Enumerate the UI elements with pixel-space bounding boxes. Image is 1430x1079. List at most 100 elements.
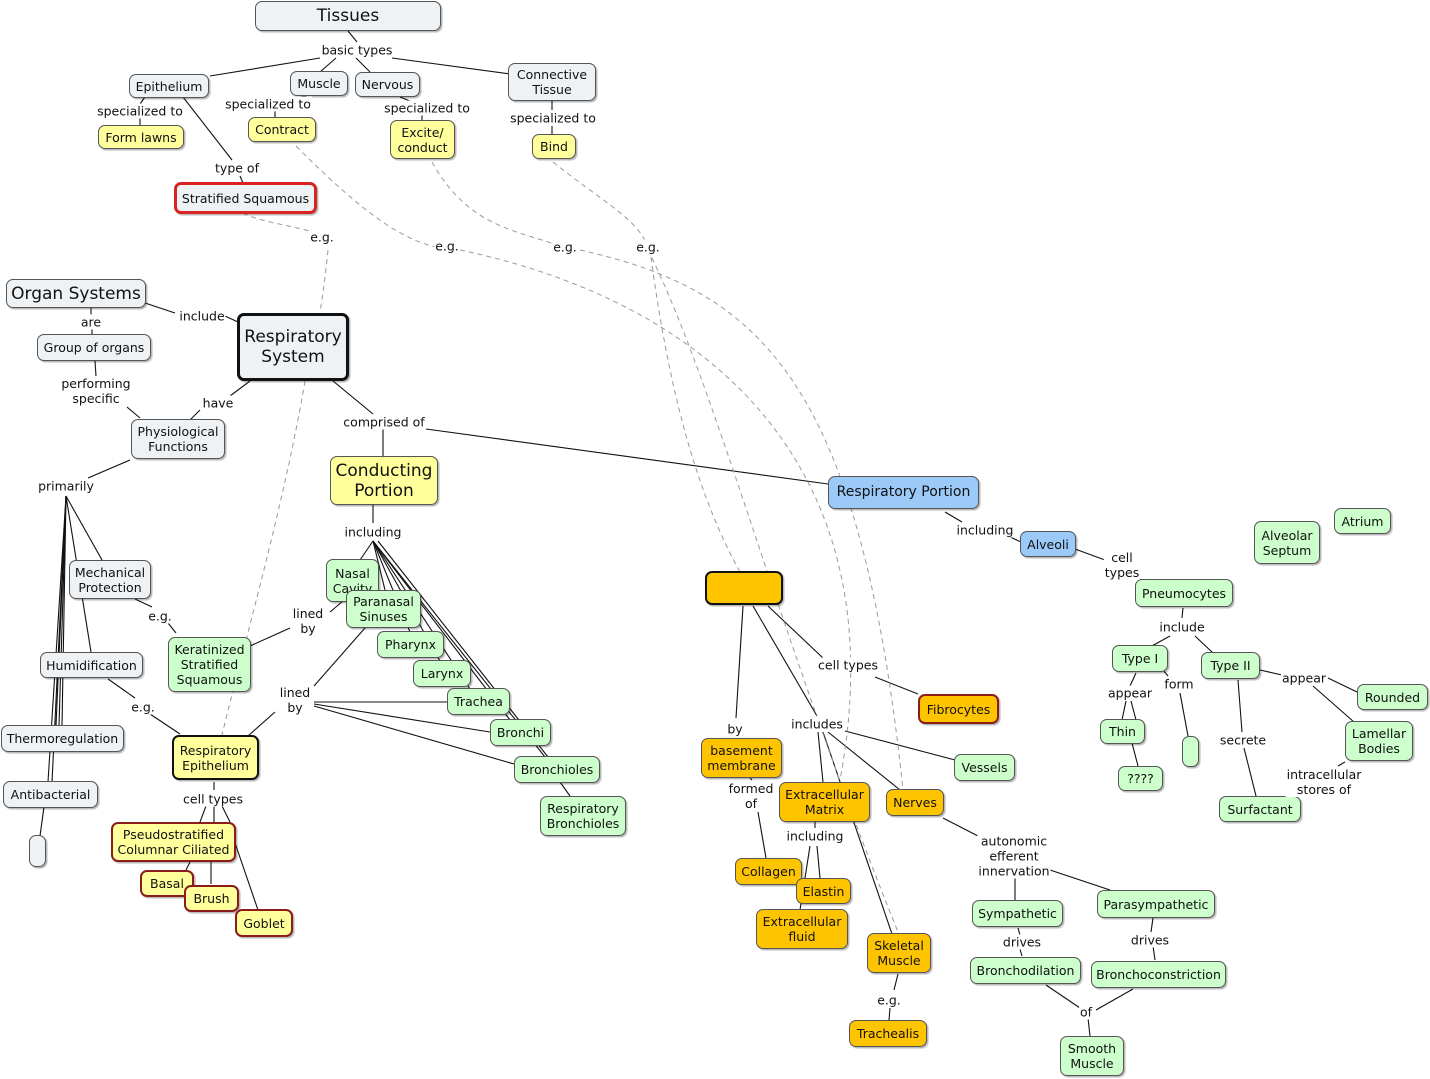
link-label-basic-types: basic types bbox=[320, 42, 394, 58]
type-i-node[interactable]: Type I bbox=[1112, 645, 1168, 672]
question-marks-node[interactable]: ???? bbox=[1118, 766, 1163, 791]
link-label-specialized-to: specialized to bbox=[224, 96, 312, 112]
link-label-autonomic-efferent-innervation: autonomic efferent innervation bbox=[977, 833, 1051, 879]
link-label-type-of: type of bbox=[214, 160, 260, 176]
link-label-form: form bbox=[1163, 676, 1195, 692]
link-label-secrete: secrete bbox=[1218, 732, 1268, 748]
vessels-node[interactable]: Vessels bbox=[954, 754, 1015, 781]
link-label-cell-types: cell types bbox=[182, 791, 244, 807]
group-of-organs-node[interactable]: Group of organs bbox=[37, 334, 151, 361]
nerves-node[interactable]: Nerves bbox=[886, 789, 944, 816]
brush-node[interactable]: Brush bbox=[184, 885, 239, 912]
connective-tissue-node[interactable]: Connective Tissue bbox=[508, 63, 596, 101]
alveoli-node[interactable]: Alveoli bbox=[1020, 531, 1076, 557]
respiratory-bronchioles-node[interactable]: Respiratory Bronchioles bbox=[540, 796, 626, 836]
link-label-of: of bbox=[1078, 1004, 1094, 1020]
respiratory-system-node[interactable]: Respiratory System bbox=[237, 313, 349, 381]
empty-small-node[interactable] bbox=[1182, 736, 1199, 767]
link-label-eg: e.g. bbox=[147, 608, 173, 624]
link-label-lined-by: lined by bbox=[278, 685, 312, 715]
atrium-node[interactable]: Atrium bbox=[1334, 508, 1391, 534]
muscle-node[interactable]: Muscle bbox=[290, 71, 348, 96]
skeletal-muscle-node[interactable]: Skeletal Muscle bbox=[867, 933, 931, 973]
link-label-includes: includes bbox=[790, 716, 844, 732]
thermoregulation-node[interactable]: Thermoregulation bbox=[1, 725, 124, 752]
link-label-include: include bbox=[1158, 619, 1206, 635]
trachea-node[interactable]: Trachea bbox=[447, 688, 510, 715]
pseudostratified-node[interactable]: Pseudostratified Columnar Ciliated bbox=[111, 822, 236, 862]
mechanical-protection-node[interactable]: Mechanical Protection bbox=[69, 560, 151, 599]
stratified-squamous-node[interactable]: Stratified Squamous bbox=[174, 182, 317, 214]
link-label-by: by bbox=[726, 721, 744, 737]
type-ii-node[interactable]: Type II bbox=[1201, 652, 1260, 679]
organ-systems-node[interactable]: Organ Systems bbox=[6, 279, 146, 308]
link-label-lined-by: lined by bbox=[291, 606, 325, 636]
link-label-eg: e.g. bbox=[130, 699, 156, 715]
link-label-drives: drives bbox=[1001, 934, 1043, 950]
link-label-have: have bbox=[201, 395, 235, 411]
trachealis-node[interactable]: Trachealis bbox=[849, 1020, 927, 1047]
bronchi-node[interactable]: Bronchi bbox=[490, 719, 551, 746]
keratinized-stratified-squamous-node[interactable]: Keratinized Stratified Squamous bbox=[168, 637, 251, 692]
nervous-node[interactable]: Nervous bbox=[355, 72, 420, 97]
extracellular-fluid-node[interactable]: Extracellular fluid bbox=[756, 909, 848, 949]
basal-node[interactable]: Basal bbox=[140, 870, 194, 897]
link-label-appear: appear bbox=[1106, 685, 1154, 701]
link-label-primarily: primarily bbox=[37, 478, 95, 494]
rounded-node[interactable]: Rounded bbox=[1357, 684, 1428, 710]
connective-tissue-hub-node[interactable] bbox=[705, 571, 783, 605]
respiratory-epithelium-node[interactable]: Respiratory Epithelium bbox=[172, 735, 259, 780]
tissues-node[interactable]: Tissues bbox=[255, 1, 441, 31]
empty-left-node[interactable] bbox=[29, 835, 46, 867]
pneumocytes-node[interactable]: Pneumocytes bbox=[1135, 579, 1233, 607]
form-lawns-node[interactable]: Form lawns bbox=[98, 125, 184, 149]
contract-node[interactable]: Contract bbox=[248, 117, 316, 142]
link-label-cell-types: cell types bbox=[1103, 550, 1141, 580]
link-label-comprised-of: comprised of bbox=[342, 414, 426, 430]
bind-node[interactable]: Bind bbox=[532, 134, 576, 159]
larynx-node[interactable]: Larynx bbox=[413, 660, 471, 687]
bronchoconstriction-node[interactable]: Bronchoconstriction bbox=[1091, 961, 1226, 988]
goblet-node[interactable]: Goblet bbox=[235, 909, 293, 937]
nasal-cavity-node[interactable]: Nasal Cavity bbox=[326, 559, 379, 602]
pharynx-node[interactable]: Pharynx bbox=[377, 631, 444, 658]
link-label-eg: e.g. bbox=[635, 239, 661, 255]
link-label-appear: appear bbox=[1280, 670, 1328, 686]
basement-membrane-node[interactable]: basement membrane bbox=[701, 738, 782, 778]
link-label-including: including bbox=[785, 828, 845, 844]
excite-conduct-node[interactable]: Excite/ conduct bbox=[390, 120, 455, 159]
antibacterial-node[interactable]: Antibacterial bbox=[3, 781, 98, 808]
link-label-eg: e.g. bbox=[434, 238, 460, 254]
surfactant-node[interactable]: Surfactant bbox=[1219, 796, 1301, 822]
fibrocytes-node[interactable]: Fibrocytes bbox=[918, 694, 999, 724]
thin-node[interactable]: Thin bbox=[1100, 719, 1145, 744]
bronchodilation-node[interactable]: Bronchodilation bbox=[970, 957, 1081, 984]
conducting-portion-node[interactable]: Conducting Portion bbox=[330, 456, 438, 505]
alveolar-septum-node[interactable]: Alveolar Septum bbox=[1254, 521, 1320, 564]
respiratory-portion-node[interactable]: Respiratory Portion bbox=[828, 476, 979, 509]
smooth-muscle-node[interactable]: Smooth Muscle bbox=[1060, 1036, 1124, 1076]
link-label-specialized-to: specialized to bbox=[383, 100, 471, 116]
link-label-include: include bbox=[178, 308, 226, 324]
link-label-specialized-to: specialized to bbox=[509, 110, 597, 126]
link-label-eg: e.g. bbox=[309, 229, 335, 245]
link-label-specialized-to: specialized to bbox=[96, 103, 184, 119]
link-label-drives: drives bbox=[1129, 932, 1171, 948]
elastin-node[interactable]: Elastin bbox=[796, 878, 851, 904]
link-label-eg: e.g. bbox=[552, 239, 578, 255]
extracellular-matrix-node[interactable]: Extracellular Matrix bbox=[779, 782, 870, 822]
link-label-cell-types: cell types bbox=[817, 657, 879, 673]
link-label-are: are bbox=[79, 314, 103, 330]
paranasal-sinuses-node[interactable]: Paranasal Sinuses bbox=[346, 590, 421, 628]
link-label-eg: e.g. bbox=[876, 992, 902, 1008]
sympathetic-node[interactable]: Sympathetic bbox=[972, 900, 1063, 927]
bronchioles-node[interactable]: Bronchioles bbox=[514, 756, 600, 783]
collagen-node[interactable]: Collagen bbox=[735, 858, 802, 885]
link-label-including: including bbox=[343, 524, 403, 540]
epithelium-node[interactable]: Epithelium bbox=[129, 74, 209, 98]
lamellar-bodies-node[interactable]: Lamellar Bodies bbox=[1345, 721, 1413, 761]
humidification-node[interactable]: Humidification bbox=[40, 652, 143, 678]
link-label-including: including bbox=[955, 522, 1015, 538]
physiological-functions-node[interactable]: Physiological Functions bbox=[131, 419, 225, 459]
parasympathetic-node[interactable]: Parasympathetic bbox=[1097, 890, 1215, 918]
